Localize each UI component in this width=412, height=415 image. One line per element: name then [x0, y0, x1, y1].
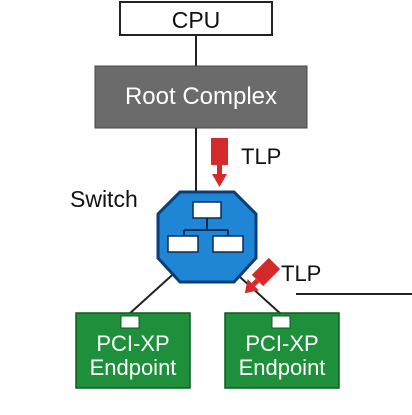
cpu-label: CPU	[172, 7, 221, 33]
tlp-label-down: TLP	[241, 144, 281, 169]
switch-label: Switch	[70, 186, 138, 212]
watermark-text: 知乎 @刘龄曼	[324, 390, 406, 405]
endpoint-right-label-line2: Endpoint	[239, 355, 326, 380]
switch-endpoint-left-link	[127, 267, 181, 316]
red-arrow-down-icon	[211, 138, 228, 187]
endpoint-left-label-line1: PCI-XP	[96, 331, 169, 356]
tlp-label-right: TLP	[281, 261, 321, 286]
endpoint-left-port	[120, 315, 140, 329]
endpoint-left-label-line2: Endpoint	[90, 355, 177, 380]
cpu-node: CPU	[119, 1, 273, 36]
root-complex-label: Root Complex	[125, 83, 277, 110]
endpoint-right-port	[271, 315, 291, 329]
switch-downstream-port-right	[212, 235, 244, 253]
switch-node	[156, 190, 258, 284]
root-complex-node: Root Complex	[94, 65, 308, 129]
endpoint-left-node: PCI-XP Endpoint	[75, 312, 191, 389]
switch-upstream-port	[192, 201, 222, 219]
endpoint-right-node: PCI-XP Endpoint	[224, 312, 340, 389]
red-arrow-diagonal-icon	[244, 257, 281, 294]
switch-downstream-port-left	[167, 235, 199, 253]
endpoint-right-label-line1: PCI-XP	[245, 331, 318, 356]
